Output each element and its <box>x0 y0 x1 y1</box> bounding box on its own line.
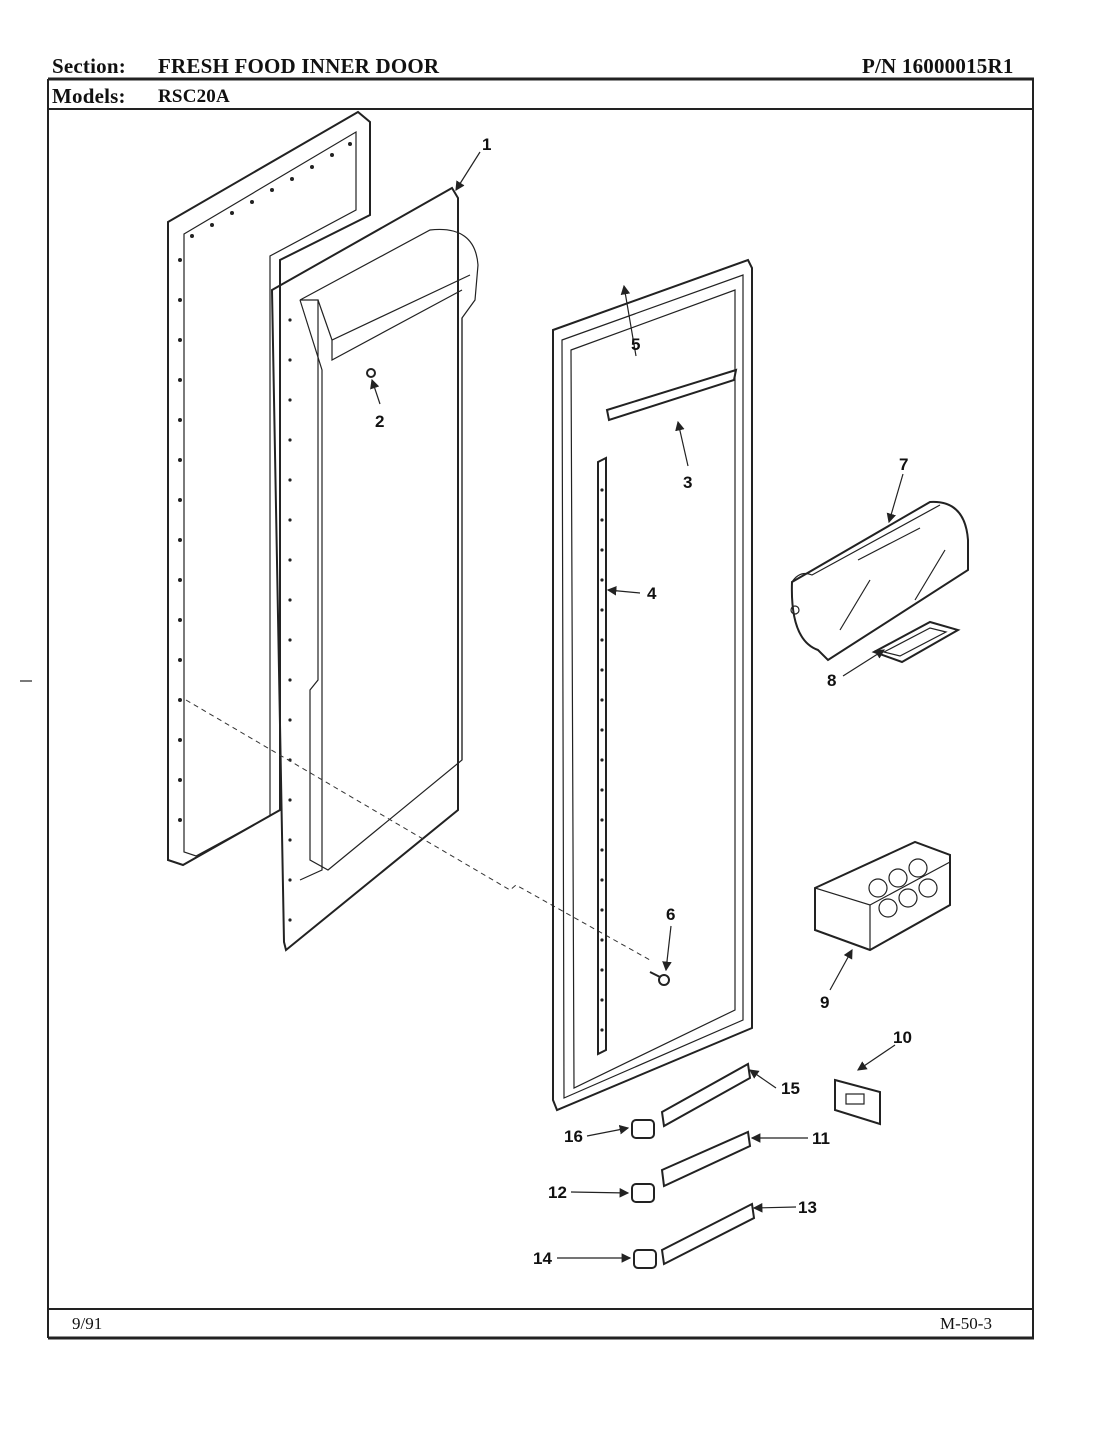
end-cap-16 <box>631 1119 655 1139</box>
callout-13: 13 <box>798 1198 817 1217</box>
page-code: M-50-3 <box>940 1314 992 1333</box>
door-panel <box>552 258 753 1112</box>
revision-date: 9/91 <box>72 1314 103 1333</box>
callout-5: 5 <box>631 335 640 354</box>
dairy-door-cover <box>790 500 969 662</box>
callout-1: 1 <box>482 135 491 154</box>
callout-14: 14 <box>533 1249 552 1268</box>
page-frame <box>20 77 1034 1340</box>
callout-16: 16 <box>564 1127 583 1146</box>
screw-2 <box>366 368 376 378</box>
egg-bin <box>814 840 951 952</box>
callout-12: 12 <box>548 1183 567 1202</box>
leader-lines <box>370 151 904 1263</box>
callout-10: 10 <box>893 1028 912 1047</box>
shelf-bar-15 <box>660 1062 752 1128</box>
callout-8: 8 <box>827 671 836 690</box>
section-title: FRESH FOOD INNER DOOR <box>158 54 440 78</box>
callout-9: 9 <box>820 993 829 1012</box>
door-clip <box>834 1078 881 1126</box>
callout-4: 4 <box>647 584 657 603</box>
inner-door-liner <box>270 186 479 952</box>
part-number: P/N 16000015R1 <box>862 54 1014 78</box>
callout-7: 7 <box>899 455 908 474</box>
shelf-bar-13 <box>660 1202 756 1266</box>
shelf-bar-11 <box>660 1130 752 1188</box>
end-cap-12 <box>631 1183 655 1203</box>
models-value: RSC20A <box>158 86 230 107</box>
screw-6 <box>649 971 670 986</box>
callout-6: 6 <box>666 905 675 924</box>
models-label: Models: <box>52 84 126 108</box>
callout-3: 3 <box>683 473 692 492</box>
small-tray <box>871 620 961 664</box>
outer-door-frame <box>167 110 371 867</box>
end-cap-14 <box>633 1249 657 1269</box>
callout-2: 2 <box>375 412 384 431</box>
section-label: Section: <box>52 54 126 78</box>
assembly-line <box>185 699 651 961</box>
callout-11: 11 <box>812 1129 830 1148</box>
callout-15: 15 <box>781 1079 800 1098</box>
